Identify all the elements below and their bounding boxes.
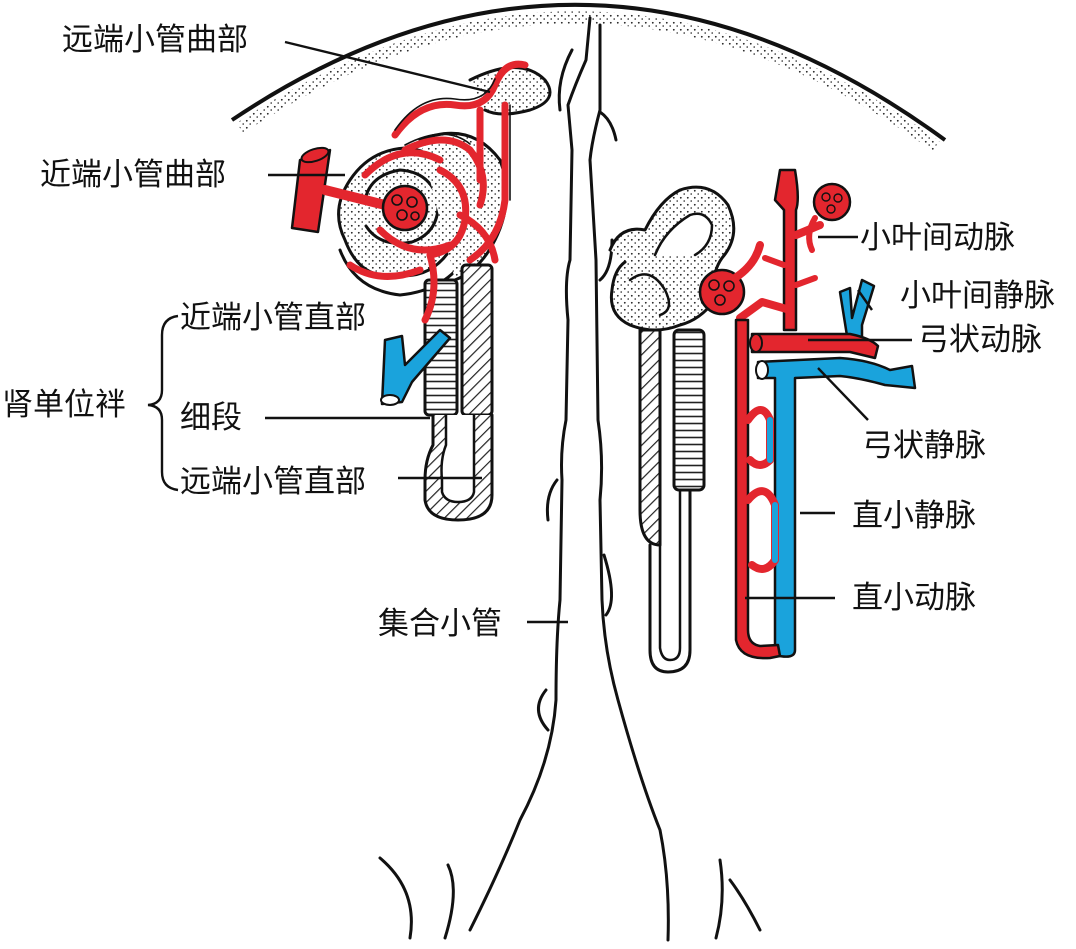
label-distal-straight: 远端小管直部 (180, 464, 366, 500)
label-interlobular-artery: 小叶间动脉 (860, 220, 1015, 256)
label-collecting-tubule: 集合小管 (378, 606, 502, 642)
label-distal-convoluted: 远端小管曲部 (62, 22, 248, 58)
label-vasa-recta-artery: 直小动脉 (852, 580, 976, 616)
label-vasa-recta-vein: 直小静脉 (852, 498, 976, 534)
label-arcuate-vein: 弓状静脉 (862, 428, 986, 464)
label-interlobular-vein: 小叶间静脉 (900, 278, 1055, 314)
right-nephron (608, 185, 764, 674)
leader-lines (265, 40, 912, 624)
labels: 远端小管曲部 近端小管曲部 近端小管直部 肾单位袢 细段 远端小管直部 集合小管… (2, 22, 1055, 642)
label-proximal-straight: 近端小管直部 (180, 300, 366, 336)
label-nephron-loop: 肾单位袢 (2, 387, 126, 423)
collecting-duct (378, 16, 762, 942)
label-proximal-convoluted: 近端小管曲部 (40, 157, 226, 193)
label-arcuate-artery: 弓状动脉 (918, 322, 1042, 358)
nephron-loop-brace (147, 314, 179, 492)
label-thin-segment: 细段 (180, 400, 242, 436)
left-nephron (290, 60, 552, 522)
